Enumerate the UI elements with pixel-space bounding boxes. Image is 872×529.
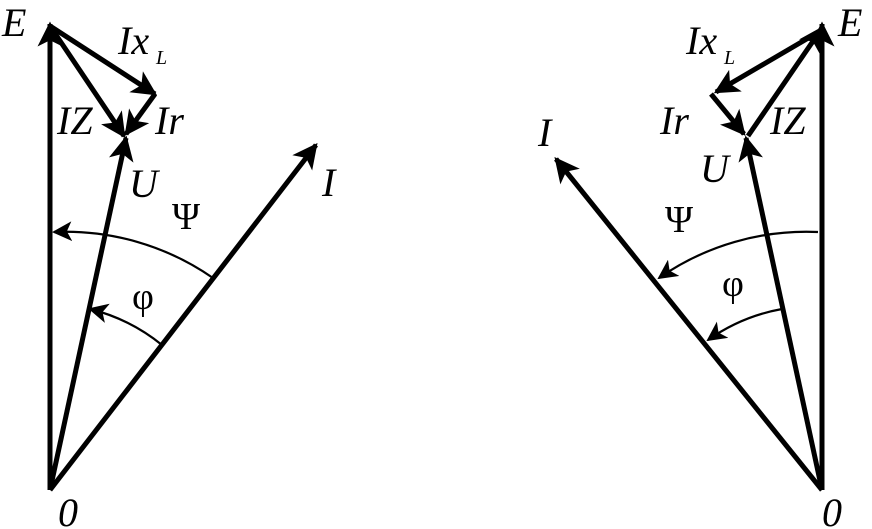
left-label-ir: Ir: [154, 98, 184, 143]
right-ir-vector: [709, 92, 746, 136]
left-psi-arc: [52, 221, 214, 279]
right-label-ir: Ir: [659, 98, 689, 143]
left-label-phi: φ: [132, 276, 154, 318]
left-label-psi: Ψ: [172, 196, 200, 238]
right-psi-arc: [657, 230, 819, 280]
right-label-phi: φ: [722, 263, 744, 305]
right-iz-vector: [745, 25, 825, 138]
left-label-ix: Ix: [117, 18, 149, 63]
left-iz-vector: [47, 24, 127, 139]
right-i-vector: [554, 157, 824, 492]
right-label-e: E: [837, 0, 862, 45]
right-u-vector: [738, 135, 825, 491]
left-label-origin: 0: [58, 490, 78, 529]
right-label-psi: Ψ: [665, 199, 693, 241]
right-phasor-diagram: E Ix L IZ Ir U I Ψ φ 0: [537, 0, 862, 529]
left-label-iz: IZ: [56, 98, 93, 143]
left-label-e: E: [1, 0, 26, 45]
right-phi-arc: [706, 307, 783, 342]
right-label-ix: Ix: [685, 18, 717, 63]
left-ir-vector: [123, 92, 158, 137]
right-ixl-vector: [713, 27, 824, 95]
right-label-origin: 0: [822, 490, 842, 529]
right-label-u: U: [700, 146, 732, 191]
left-label-i: I: [321, 160, 337, 205]
left-label-u: U: [129, 161, 161, 206]
right-label-ix-sub: L: [723, 47, 735, 69]
left-u-vector: [47, 135, 134, 491]
right-label-i: I: [537, 110, 553, 155]
left-label-ix-sub: L: [155, 47, 167, 69]
left-i-vector: [48, 143, 318, 492]
left-phasor-diagram: E Ix L IZ Ir U I Ψ φ 0: [1, 0, 337, 529]
left-ixl-vector: [48, 23, 158, 97]
left-phi-arc: [88, 303, 163, 346]
right-label-iz: IZ: [769, 98, 806, 143]
